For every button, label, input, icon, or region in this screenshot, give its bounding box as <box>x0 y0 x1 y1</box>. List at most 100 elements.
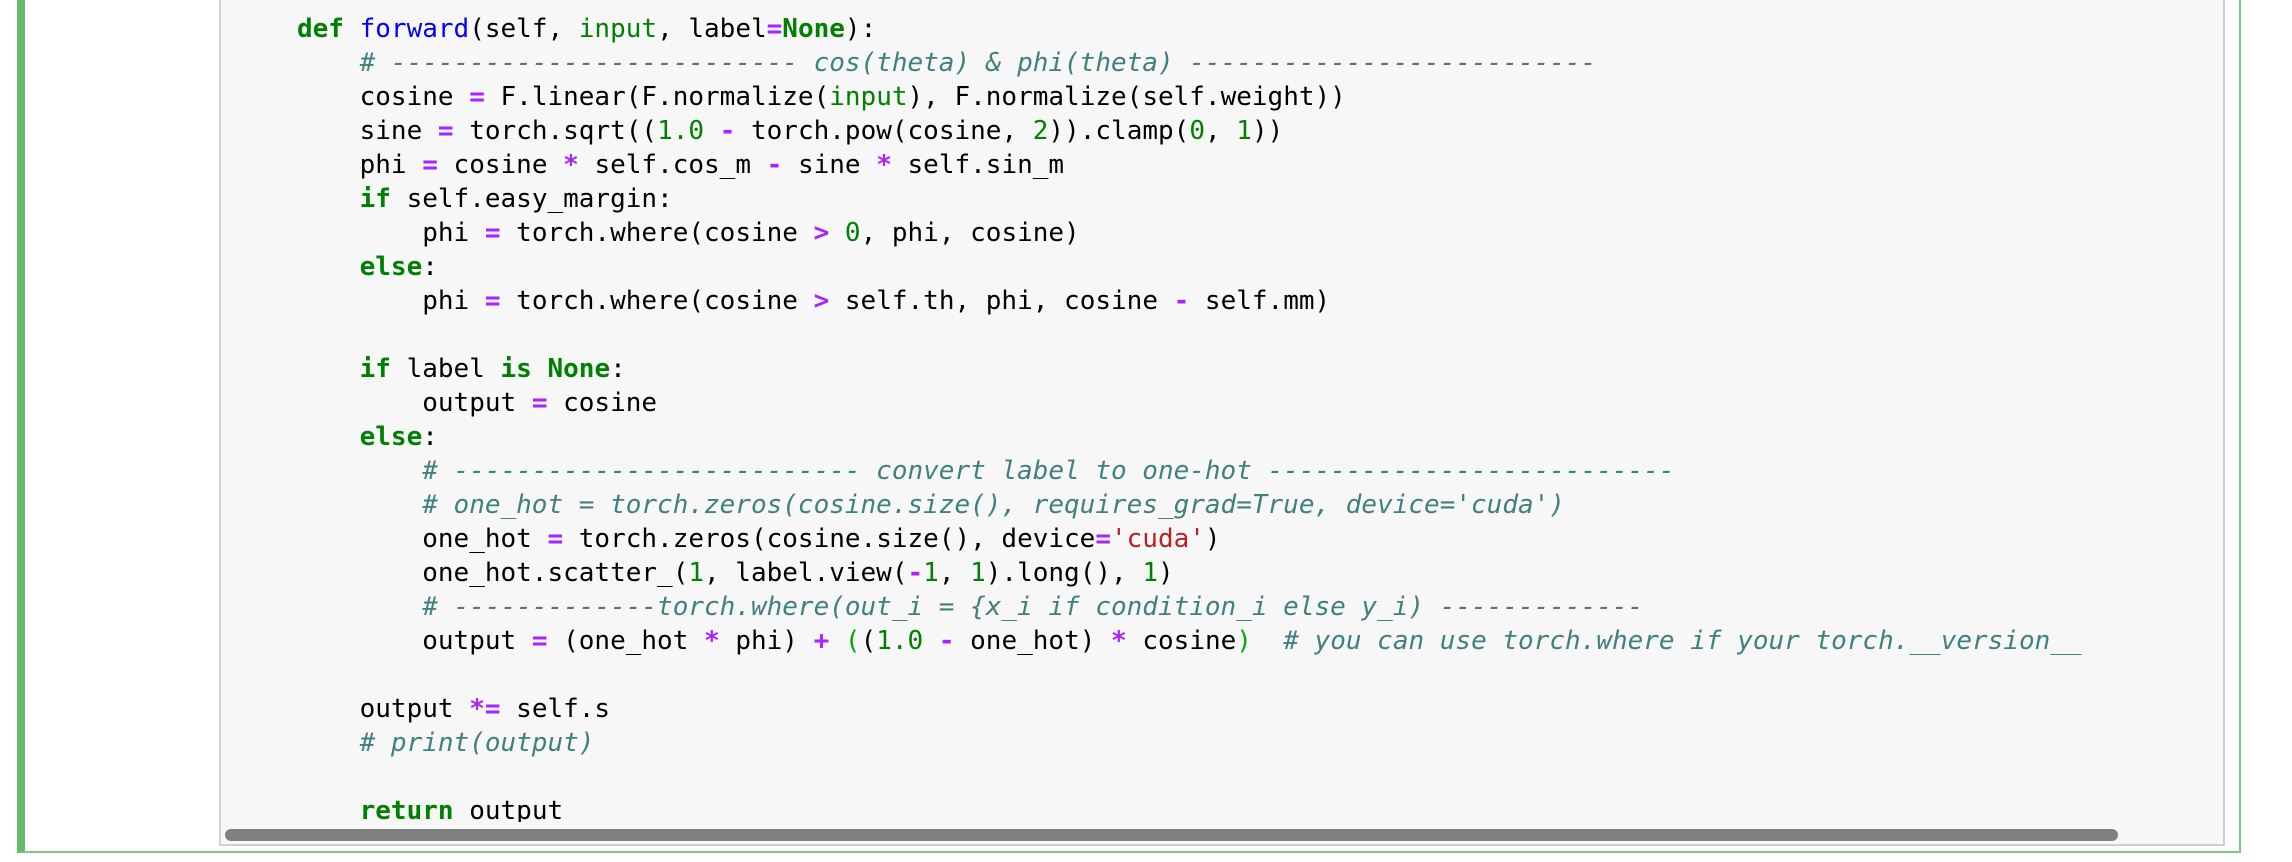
code-line: if label is None: <box>221 352 2082 386</box>
code-token: ).long(), <box>985 558 1143 588</box>
code-token: 'cuda' <box>1111 524 1205 554</box>
code-token: , <box>938 558 971 588</box>
code-token: def <box>297 14 344 44</box>
code-indent <box>297 524 422 554</box>
code-token <box>1252 626 1283 656</box>
code-token: output <box>453 796 564 826</box>
scrollbar-thumb[interactable] <box>225 829 2118 841</box>
code-token: # one_hot = torch.zeros(cosine.size(), r… <box>422 490 1565 520</box>
code-line: output *= self.s <box>221 692 2082 726</box>
code-token <box>829 218 845 248</box>
code-indent <box>297 490 422 520</box>
code-token: cosine <box>547 388 658 418</box>
code-line <box>221 318 2082 352</box>
code-token: 2 <box>1032 116 1049 146</box>
code-token: : <box>422 252 438 282</box>
code-token: ), F.normalize(self.weight)) <box>907 82 1346 112</box>
code-token: # -------------torch.where(out_i = {x_i … <box>422 592 1644 622</box>
code-line: # -------------torch.where(out_i = {x_i … <box>221 590 2082 624</box>
code-token: 0 <box>1189 116 1205 146</box>
code-token: # -------------------------- convert lab… <box>422 456 1675 486</box>
code-token: self.mm) <box>1189 286 1331 316</box>
code-editor[interactable]: def forward(self, input, label=None): # … <box>219 0 2225 846</box>
code-token: output <box>422 626 532 656</box>
code-token: ) <box>1157 558 1174 588</box>
code-token: None <box>782 14 845 44</box>
code-token: cosine <box>437 150 564 180</box>
code-token: *= <box>469 694 501 724</box>
code-token: phi <box>359 150 423 180</box>
code-token: - <box>938 626 955 656</box>
code-indent <box>297 354 360 384</box>
code-token: ): <box>844 14 877 44</box>
code-indent <box>297 592 422 622</box>
code-indent <box>297 116 360 146</box>
code-indent <box>297 456 422 486</box>
code-token: else <box>359 252 423 282</box>
code-token: self.cos_m <box>578 150 767 180</box>
code-token: , <box>1204 116 1237 146</box>
code-token: self.easy_margin: <box>390 184 673 214</box>
code-content[interactable]: def forward(self, input, label=None): # … <box>221 0 2082 828</box>
code-token: None <box>547 354 611 384</box>
code-line: else: <box>221 420 2082 454</box>
code-token: self.th, phi, cosine <box>829 286 1174 316</box>
code-token <box>344 14 360 44</box>
code-token: * <box>704 626 720 656</box>
code-line: # print(output) <box>221 726 2082 760</box>
code-line: # one_hot = torch.zeros(cosine.size(), r… <box>221 488 2082 522</box>
code-line: cosine = F.linear(F.normalize(input), F.… <box>221 80 2082 114</box>
code-token: * <box>563 150 579 180</box>
code-token: 1 <box>970 558 986 588</box>
code-token: ) <box>1236 626 1252 656</box>
code-token: = <box>469 82 485 112</box>
code-line: else: <box>221 250 2082 284</box>
code-token: 1.0 <box>876 626 924 656</box>
code-indent <box>297 694 360 724</box>
code-token: one_hot <box>422 524 548 554</box>
code-token: sine <box>782 150 877 180</box>
code-token: torch.where(cosine <box>500 286 814 316</box>
code-token: , label <box>657 14 767 44</box>
code-line: # -------------------------- convert lab… <box>221 454 2082 488</box>
code-token: # you can use torch.where if your torch.… <box>1283 626 2082 656</box>
code-token: self.sin_m <box>891 150 1065 180</box>
code-token: ( <box>844 626 861 656</box>
code-token: one_hot.scatter_( <box>422 558 689 588</box>
code-token: : <box>422 422 438 452</box>
code-token: - <box>719 116 736 146</box>
code-token: (one_hot <box>547 626 705 656</box>
code-token: phi <box>422 286 485 316</box>
code-token: return <box>359 796 454 826</box>
code-token: ( <box>860 626 877 656</box>
code-token: else <box>359 422 423 452</box>
code-token: > <box>813 286 830 316</box>
code-token: = <box>484 286 501 316</box>
code-token <box>532 354 548 384</box>
code-line: output = cosine <box>221 386 2082 420</box>
code-token: sine <box>359 116 438 146</box>
code-line <box>221 760 2082 794</box>
code-line: phi = cosine * self.cos_m - sine * self.… <box>221 148 2082 182</box>
code-token: # -------------------------- cos(theta) … <box>359 48 1597 78</box>
code-token: phi) <box>719 626 814 656</box>
code-line: sine = torch.sqrt((1.0 - torch.pow(cosin… <box>221 114 2082 148</box>
code-token: : <box>610 354 626 384</box>
code-token: * <box>1111 626 1127 656</box>
code-token: input <box>578 14 658 44</box>
code-token: output <box>359 694 470 724</box>
code-token: 1 <box>688 558 704 588</box>
code-token: = <box>766 14 783 44</box>
code-indent <box>297 252 360 282</box>
code-token: = <box>1095 524 1111 554</box>
code-indent <box>297 388 422 418</box>
horizontal-scrollbar[interactable] <box>221 822 2223 844</box>
code-token: torch.sqrt(( <box>453 116 658 146</box>
code-token: - <box>907 558 924 588</box>
code-token: (self, <box>469 14 579 44</box>
code-token <box>829 626 845 656</box>
code-indent <box>297 422 360 452</box>
code-token: ) <box>1204 524 1221 554</box>
code-indent <box>297 48 360 78</box>
code-token: F.linear(F.normalize( <box>484 82 830 112</box>
